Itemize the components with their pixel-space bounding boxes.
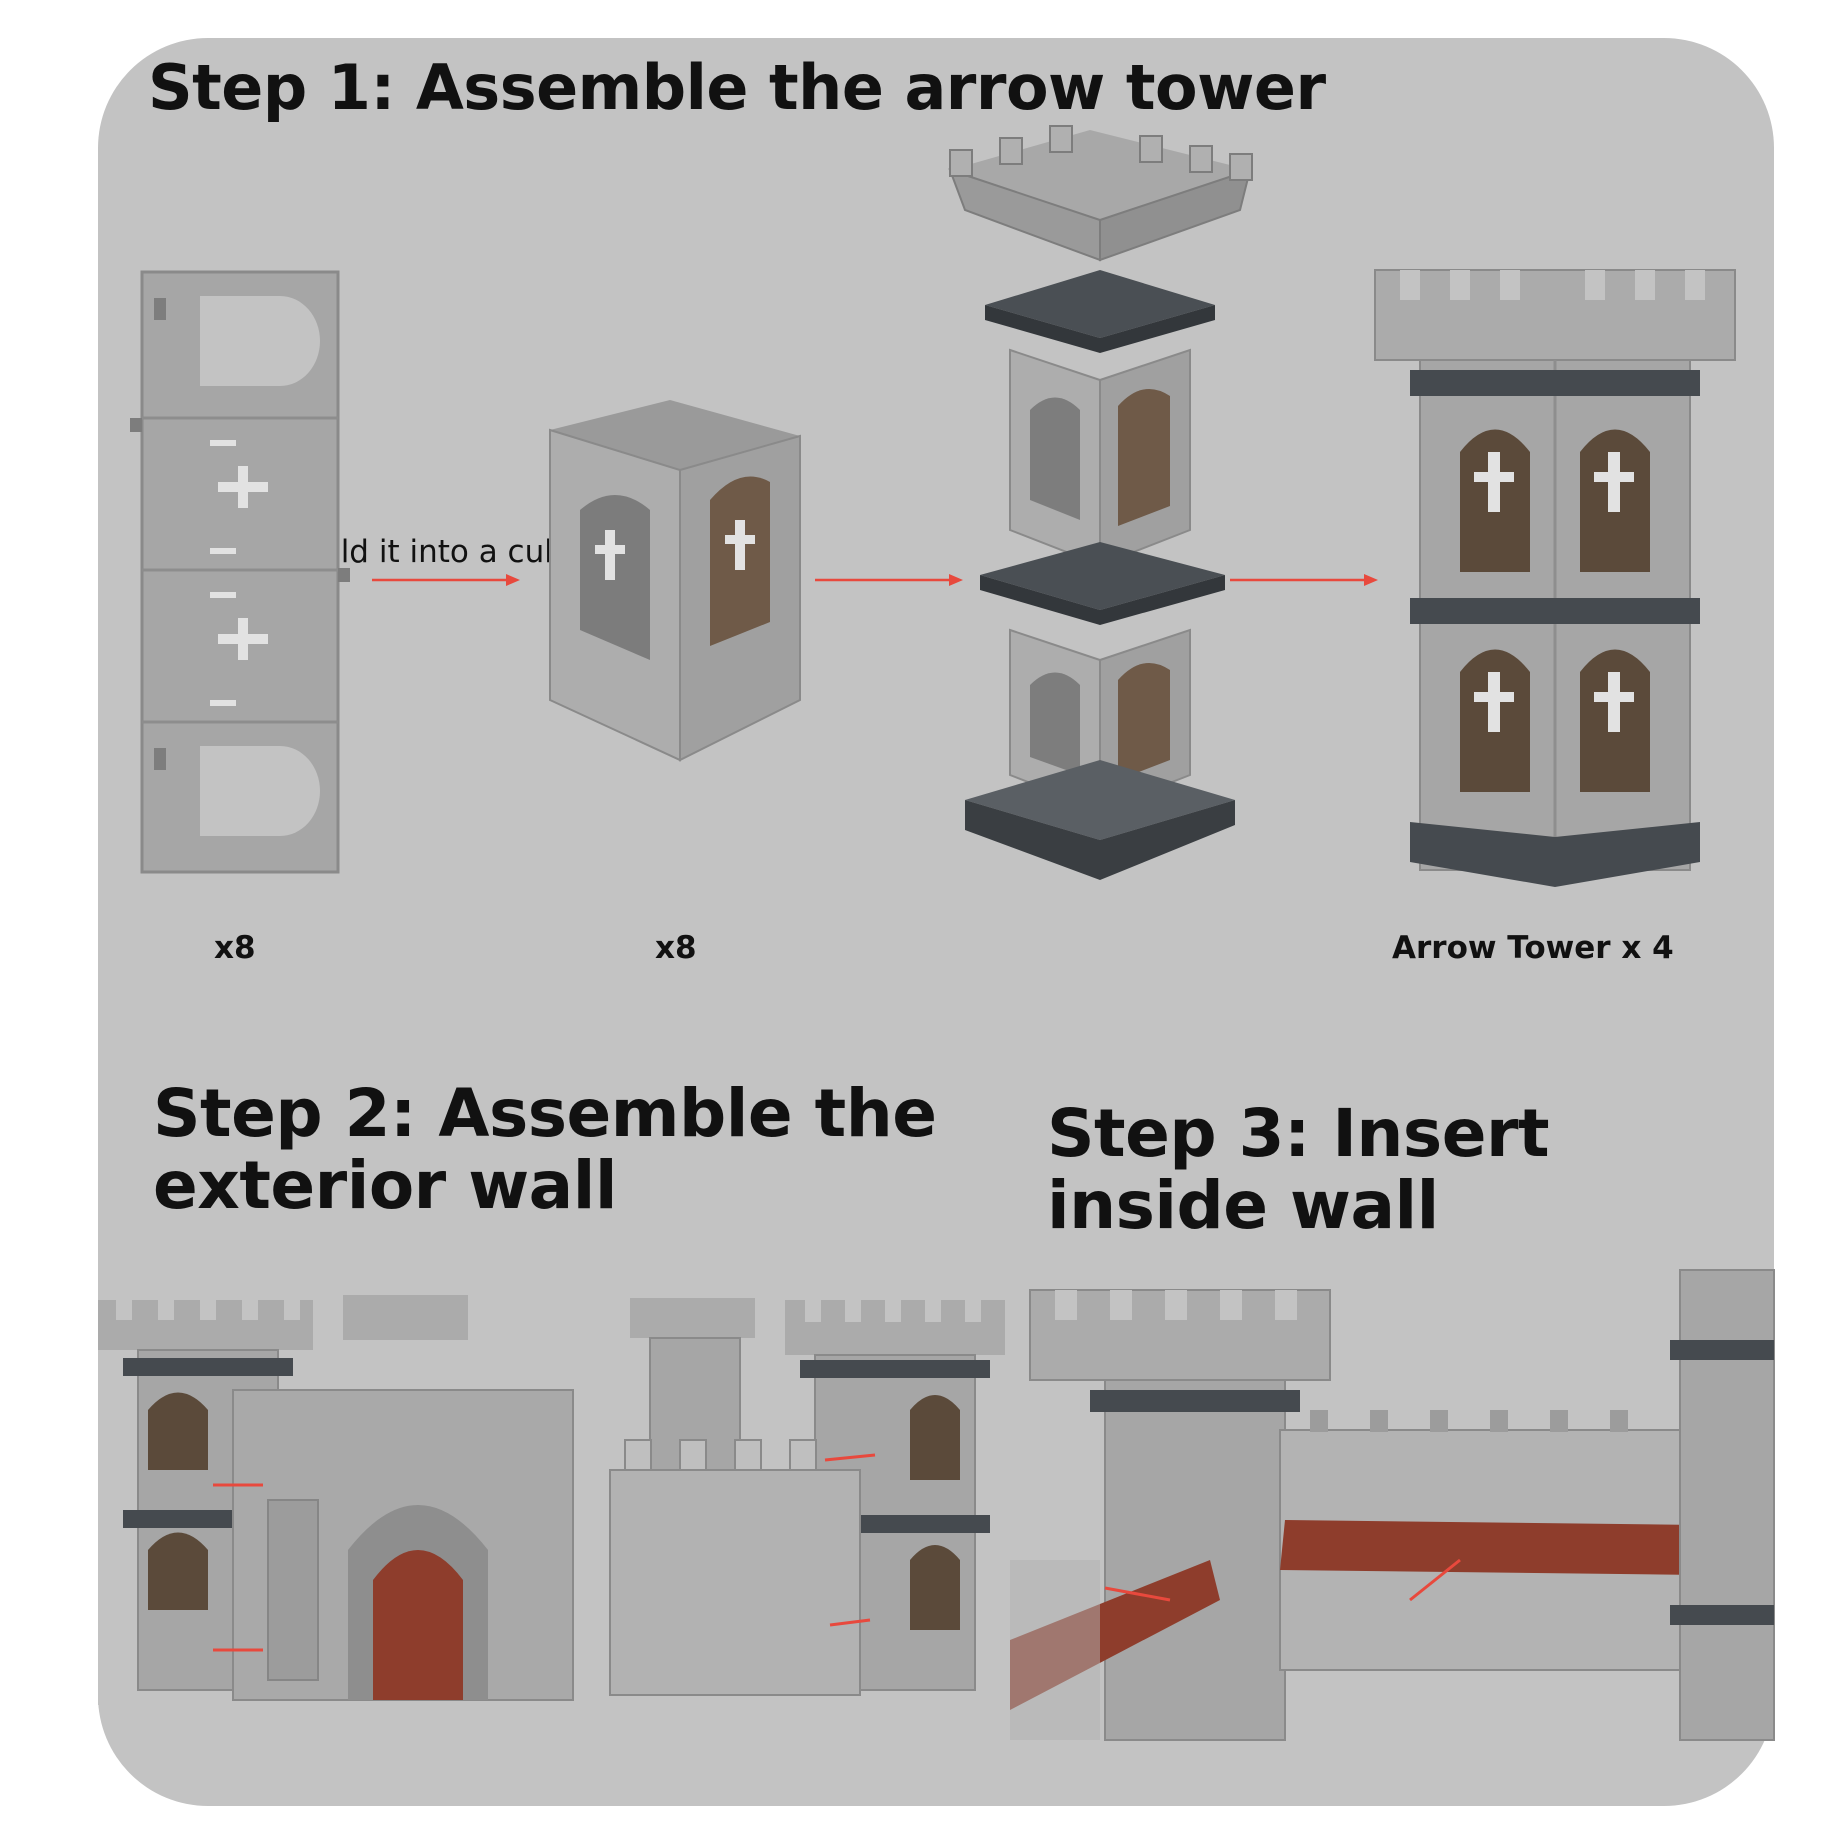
fold-arrow <box>372 574 520 586</box>
arrow-tower-illustration <box>1374 269 1736 887</box>
inside-wall-illustration <box>1010 1269 1775 1741</box>
assemble-arrow-2 <box>1230 574 1378 586</box>
exterior-wall-front-illustration <box>98 1290 574 1705</box>
flat-wall-sheet-illustration <box>130 270 350 874</box>
sheet-count-label: x8 <box>214 930 256 966</box>
step3-title-line1: Step 3: Insert <box>1047 1095 1550 1172</box>
step3-title-line2: inside wall <box>1047 1167 1439 1244</box>
fold-instruction-label: Fold it into a cube <box>305 534 583 570</box>
exploded-tower-illustration <box>948 125 1253 880</box>
step2-title-line1: Step 2: Assemble the <box>153 1075 937 1152</box>
exterior-wall-side-illustration <box>609 1290 1010 1705</box>
folded-cube-illustration <box>549 400 801 762</box>
assemble-arrow-1 <box>815 574 963 586</box>
cube-count-label: x8 <box>655 930 697 966</box>
step2-title-line2: exterior wall <box>153 1147 617 1224</box>
arrow-tower-count-label: Arrow Tower x 4 <box>1392 930 1674 966</box>
step1-title: Step 1: Assemble the arrow tower <box>148 51 1326 124</box>
